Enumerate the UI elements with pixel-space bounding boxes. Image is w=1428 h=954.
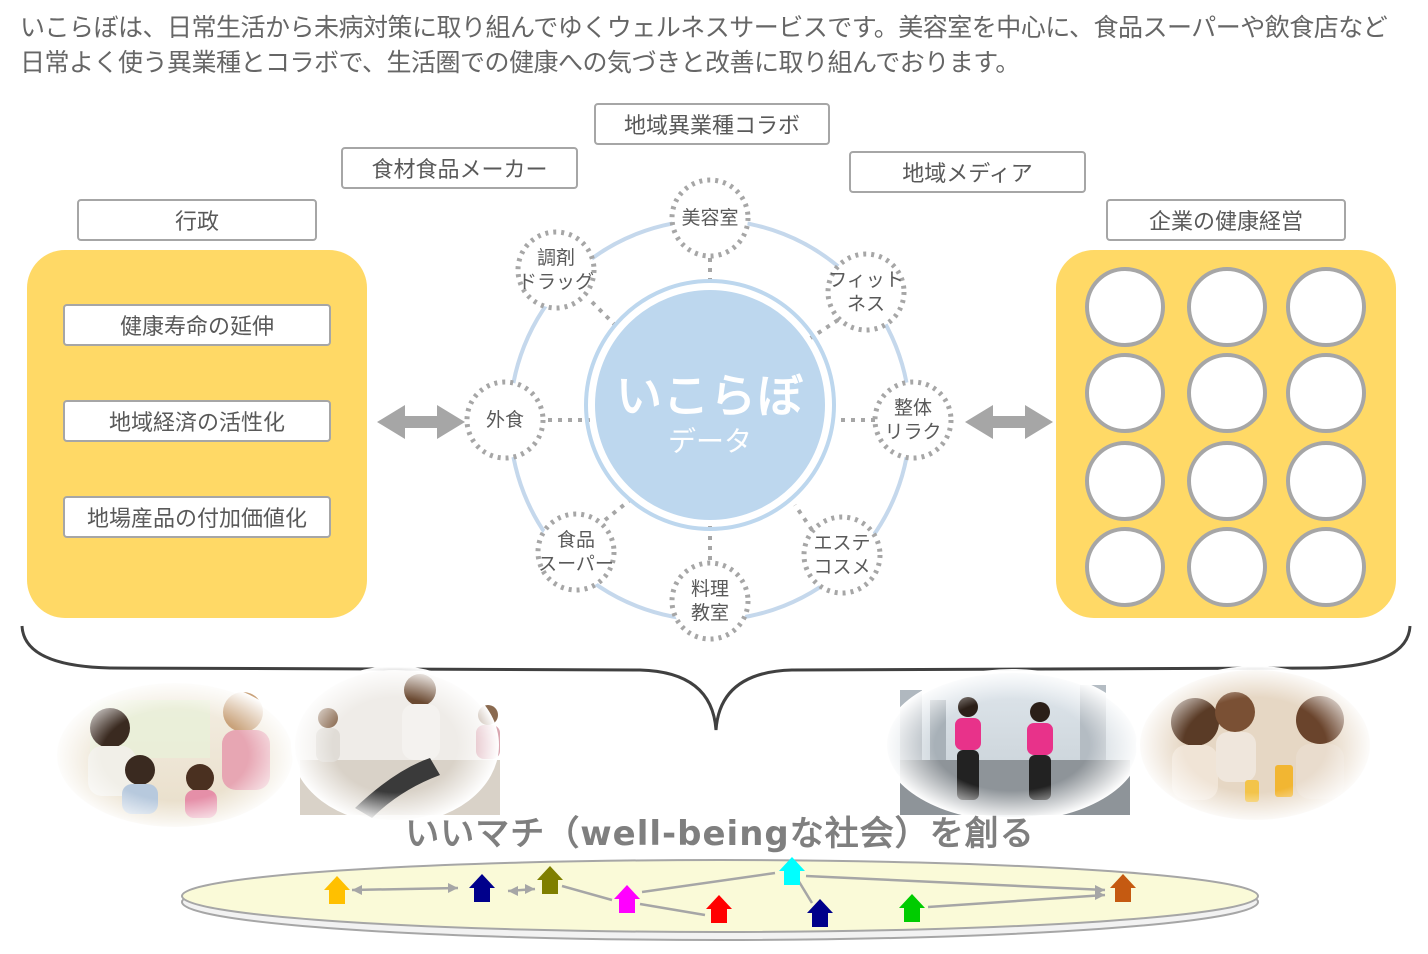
town-connections bbox=[351, 871, 1106, 917]
photo-joggers bbox=[883, 669, 1141, 821]
node-label-este: エステ コスメ bbox=[797, 531, 887, 579]
node-text: 調剤 bbox=[536, 247, 575, 269]
photo-yoga bbox=[291, 666, 500, 824]
town-houses bbox=[324, 857, 1136, 927]
company-circle bbox=[1286, 527, 1366, 607]
town-ellipse bbox=[181, 859, 1259, 933]
node-text: 美容室 bbox=[681, 207, 739, 229]
tag-media: 地域メディア bbox=[849, 151, 1086, 193]
intro-line-2: 日常よく使う異業種とコラボで、生活圏での健康への気づきと改善に取り組んでおります… bbox=[20, 48, 1020, 77]
node-drugstore bbox=[515, 229, 597, 311]
node-text: 外食 bbox=[485, 409, 524, 431]
node-text: エステ bbox=[813, 532, 871, 554]
company-circle bbox=[1085, 353, 1165, 433]
node-dining bbox=[464, 379, 546, 461]
house-icon bbox=[807, 899, 833, 927]
left-double-arrow bbox=[377, 405, 465, 439]
company-circle bbox=[1187, 267, 1267, 347]
house-icon bbox=[537, 866, 563, 894]
partner-nodes bbox=[464, 177, 954, 642]
node-text: 食品 bbox=[556, 529, 595, 551]
node-label-cooking: 料理 教室 bbox=[665, 577, 755, 625]
tag-corporate: 企業の健康経営 bbox=[1106, 199, 1346, 241]
node-text: コスメ bbox=[813, 556, 871, 578]
company-circle bbox=[1187, 441, 1267, 521]
node-text: 料理 bbox=[690, 578, 729, 600]
house-icon bbox=[1110, 874, 1136, 902]
curly-brace bbox=[20, 625, 1412, 731]
company-circle bbox=[1187, 353, 1267, 433]
photo-family bbox=[53, 679, 297, 831]
house-icon bbox=[469, 874, 495, 902]
center-outline bbox=[584, 279, 836, 531]
town-arrowheads bbox=[352, 883, 1105, 900]
center-circle bbox=[589, 284, 831, 526]
goal-regional-economy: 地域経済の活性化 bbox=[63, 400, 331, 442]
node-label-beauty: 美容室 bbox=[665, 206, 755, 230]
house-icon bbox=[706, 895, 732, 923]
node-text: スーパー bbox=[538, 553, 614, 575]
photo-dining bbox=[1136, 666, 1374, 824]
node-cooking bbox=[669, 560, 751, 642]
node-text: 教室 bbox=[690, 602, 729, 624]
center-subtitle: データ bbox=[667, 425, 752, 458]
node-supermarket bbox=[535, 511, 617, 593]
node-label-seitai: 整体 リラク bbox=[868, 396, 958, 444]
node-este bbox=[801, 514, 883, 596]
company-circle bbox=[1187, 527, 1267, 607]
center-title: いこらぼ bbox=[616, 369, 804, 423]
node-text: ドラッグ bbox=[517, 271, 594, 293]
node-beauty bbox=[669, 177, 751, 259]
house-icon bbox=[614, 885, 640, 913]
house-icon bbox=[899, 894, 925, 922]
node-seitai bbox=[872, 379, 954, 461]
company-circle bbox=[1085, 267, 1165, 347]
house-icon bbox=[324, 876, 350, 904]
node-fitness bbox=[825, 251, 907, 333]
node-label-dining: 外食 bbox=[460, 408, 550, 432]
company-circle bbox=[1085, 527, 1165, 607]
right-double-arrow bbox=[965, 405, 1053, 439]
house-icon bbox=[779, 857, 805, 885]
node-label-drugstore: 調剤 ドラッグ bbox=[511, 246, 601, 294]
tag-gov: 行政 bbox=[77, 199, 317, 241]
slogan: いいマチ（well-beingな社会）を創る bbox=[405, 814, 1035, 854]
goal-health-longevity: 健康寿命の延伸 bbox=[63, 304, 331, 346]
node-text: リラク bbox=[884, 421, 942, 443]
intro-text: いこらぼは、日常生活から未病対策に取り組んでゆくウェルネスサービスです。美容室を… bbox=[20, 10, 1415, 80]
node-label-fitness: フィット ネス bbox=[821, 268, 911, 316]
intro-line-1: いこらぼは、日常生活から未病対策に取り組んでゆくウェルネスサービスです。美容室を… bbox=[20, 13, 1388, 42]
node-text: フィット bbox=[828, 269, 904, 291]
node-label-supermarket: 食品 スーパー bbox=[531, 528, 621, 576]
company-circle bbox=[1286, 353, 1366, 433]
exchange-arrows bbox=[377, 405, 1053, 439]
company-circle bbox=[1286, 267, 1366, 347]
tag-food-maker: 食材食品メーカー bbox=[341, 147, 578, 189]
tag-collab: 地域異業種コラボ bbox=[594, 103, 830, 145]
node-text: 整体 bbox=[893, 397, 932, 419]
company-circle bbox=[1085, 441, 1165, 521]
node-text: ネス bbox=[846, 293, 885, 315]
goal-local-products: 地場産品の付加価値化 bbox=[63, 496, 331, 538]
company-circle bbox=[1286, 441, 1366, 521]
